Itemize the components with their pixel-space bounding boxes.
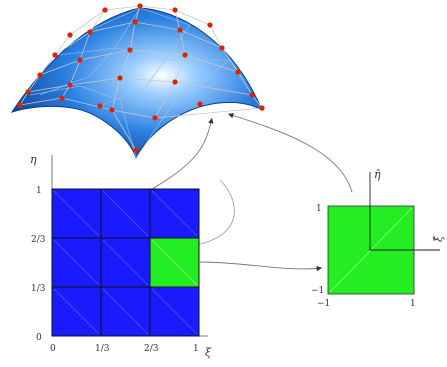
parameter-axis-xi-label: ξ	[205, 346, 212, 359]
grid-x-tick-label: 1/3	[95, 344, 110, 354]
grid-cells	[51, 188, 200, 337]
control-point	[219, 45, 225, 51]
grid-x-tick-label: 1	[193, 344, 199, 354]
grid-x-tick-label: 0	[50, 344, 56, 354]
grid-x-tick-label: 2/3	[144, 344, 159, 354]
reference-axis-xi-label: ξ̂	[432, 235, 445, 242]
control-point	[133, 147, 139, 153]
control-point	[117, 75, 123, 81]
grid-y-tick-label: 2/3	[31, 235, 46, 245]
control-point	[127, 47, 133, 53]
control-point	[172, 79, 178, 85]
parameter-grid: η ξ 0 1/3 2/3 1 0 1/3 2/3 1	[30, 153, 212, 359]
control-point	[152, 115, 158, 121]
control-point	[52, 52, 58, 58]
control-point	[67, 82, 73, 88]
grid-y-tick-label: 1/3	[31, 284, 46, 294]
control-points	[17, 3, 265, 153]
surface-body	[10, 7, 264, 160]
control-point	[207, 22, 213, 28]
parameter-axis-eta-label: η	[30, 153, 37, 166]
grid-cell-diagonal	[102, 190, 149, 237]
reference-element: η̂ ξ̂ −1 1 1 −1	[311, 168, 445, 309]
control-point	[132, 19, 138, 25]
control-point	[59, 95, 65, 101]
control-point	[102, 7, 108, 13]
control-point	[177, 27, 183, 33]
grid-cell-diagonal	[151, 288, 198, 335]
grid-cell-diagonal	[102, 239, 149, 286]
control-point	[37, 72, 43, 78]
control-point	[67, 32, 73, 38]
control-point	[87, 29, 93, 35]
grid-cell-diagonal	[151, 239, 198, 286]
grid-y-tick-label: 0	[36, 333, 42, 343]
map-arrow-reference-to-surface	[227, 113, 353, 193]
grid-y-ticks: 0 1/3 2/3 1	[31, 186, 46, 343]
control-point	[172, 7, 178, 13]
reference-y-tick-one: 1	[316, 204, 322, 214]
grid-cell-diagonal	[151, 190, 198, 237]
map-arrow-surface-to-grid	[139, 117, 214, 197]
control-point	[109, 107, 115, 113]
control-point	[25, 89, 31, 95]
map-arrow-reference-to-surface-lower	[195, 179, 235, 246]
reference-axis-eta-label: η̂	[374, 168, 381, 181]
surface-grid-lines	[29, 7, 231, 159]
control-point	[137, 3, 143, 9]
surface-patch	[10, 3, 265, 160]
control-point	[77, 57, 83, 63]
grid-cell-diagonal	[53, 239, 100, 286]
grid-x-ticks: 0 1/3 2/3 1	[50, 344, 199, 354]
map-arrow-grid-to-reference	[199, 261, 323, 272]
grid-cell-diagonal	[102, 288, 149, 335]
grid-y-tick-label: 1	[36, 186, 42, 196]
control-point	[197, 101, 203, 107]
control-point	[182, 52, 188, 58]
grid-cell-diagonal	[53, 288, 100, 335]
control-point	[17, 102, 23, 108]
reference-x-tick-minus-one: −1	[317, 299, 330, 309]
reference-y-tick-minus-one: −1	[311, 286, 324, 296]
control-point	[259, 105, 265, 111]
control-point	[235, 69, 241, 75]
grid-cell-diagonal	[53, 190, 100, 237]
control-point	[249, 92, 255, 98]
control-point	[97, 103, 103, 109]
reference-x-tick-one: 1	[410, 299, 416, 309]
